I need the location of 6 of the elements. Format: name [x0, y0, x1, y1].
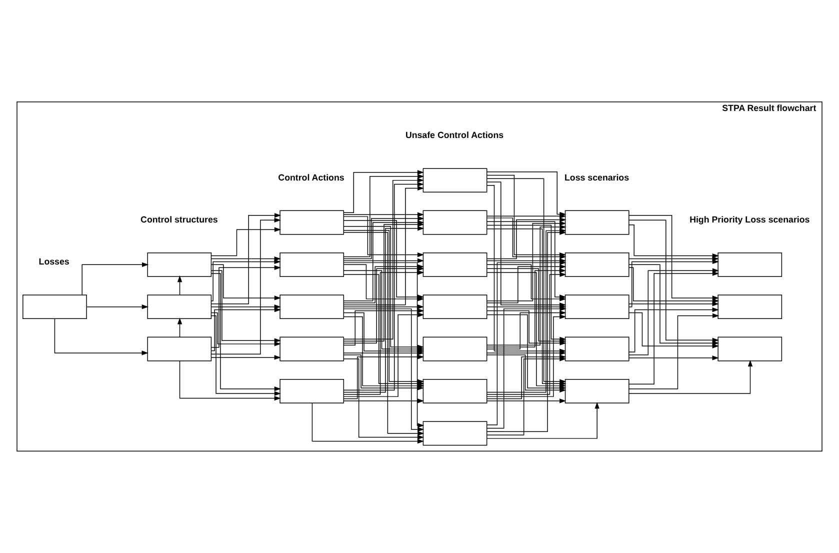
- label: Unsafe Control Actions: [405, 130, 504, 140]
- label: Control structures: [140, 214, 218, 225]
- label: Control Actions: [278, 172, 344, 182]
- label: Loss scenarios: [564, 172, 630, 182]
- label: Losses: [38, 256, 70, 267]
- label: High Priority Loss scenarios: [690, 214, 810, 225]
